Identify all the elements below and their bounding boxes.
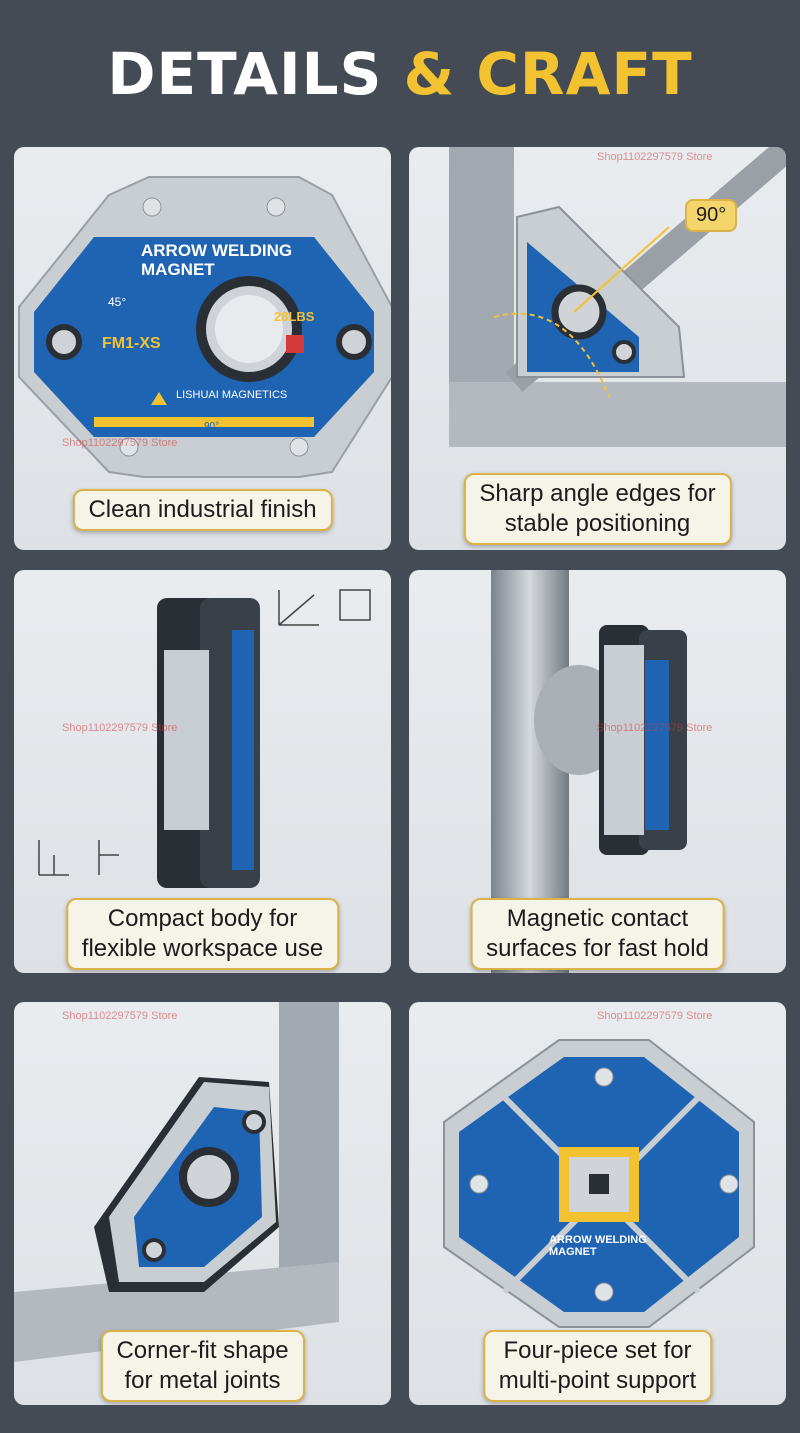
panel-four-piece-set: ARROW WELDING MAGNET Shop1102297579 Stor…: [409, 1002, 786, 1405]
caption-line-1: Sharp angle edges for: [479, 480, 716, 507]
watermark: Shop1102297579 Store: [62, 1010, 178, 1022]
magnet-angle-90: 90°: [204, 421, 220, 432]
magnet-side-illustration: [38, 589, 371, 888]
caption-panel-5: Corner-fit shape for metal joints: [100, 1330, 305, 1402]
magnet-in-corner-illustration: [14, 1002, 339, 1362]
caption-panel-1: Clean industrial finish: [72, 489, 333, 531]
title-part1: DETAILS: [107, 40, 383, 108]
watermark: Shop1102297579 Store: [597, 1010, 713, 1022]
caption-line-2: multi-point support: [498, 1367, 697, 1394]
magnet-brand: ARROW WELDING MAGNET: [141, 241, 292, 279]
frame-corner-illustration: [449, 147, 786, 447]
magnet-brand-line2: MAGNET: [141, 260, 215, 279]
magnet-on-pipe-illustration: [491, 570, 687, 973]
caption-line-1: Clean industrial finish: [88, 496, 317, 523]
caption-line-2: surfaces for fast hold: [486, 935, 709, 962]
watermark: Shop1102297579 Store: [62, 722, 178, 734]
caption-line-2: for metal joints: [124, 1367, 281, 1394]
panel-magnetic-contact: Shop1102297579 Store Magnetic contact su…: [409, 570, 786, 973]
watermark: Shop1102297579 Store: [597, 722, 713, 734]
caption-panel-2: Sharp angle edges for stable positioning: [463, 473, 732, 545]
caption-panel-6: Four-piece set for multi-point support: [482, 1330, 713, 1402]
caption-line-1: Corner-fit shape: [116, 1337, 289, 1364]
caption-panel-3: Compact body for flexible workspace use: [65, 898, 340, 970]
set-magnet-brand-line2: MAGNET: [549, 1246, 597, 1258]
caption-line-1: Compact body for: [107, 905, 298, 932]
panel-compact-body: Shop1102297579 Store Compact body for fl…: [14, 570, 391, 973]
caption-panel-4: Magnetic contact surfaces for fast hold: [470, 898, 725, 970]
set-magnet-brand: ARROW WELDING MAGNET: [549, 1234, 647, 1258]
magnet-angle-45: 45°: [108, 295, 127, 309]
caption-line-2: stable positioning: [504, 510, 691, 537]
magnet-maker: LISHUAI MAGNETICS: [176, 389, 288, 401]
panel-sharp-angle: 90° Shop1102297579 Store Sharp angle edg…: [409, 147, 786, 550]
watermark: Shop1102297579 Store: [597, 151, 713, 163]
page-title: DETAILS & CRAFT: [0, 40, 800, 108]
caption-line-1: Four-piece set for: [503, 1337, 692, 1364]
magnet-model: FM1-XS: [102, 335, 161, 352]
magnet-front-illustration: [18, 176, 391, 478]
watermark: Shop1102297579 Store: [62, 437, 178, 449]
angle-badge: 90°: [685, 199, 738, 232]
caption-line-2: flexible workspace use: [81, 935, 324, 962]
title-part2: & CRAFT: [403, 40, 693, 108]
caption-line-1: Magnetic contact: [506, 905, 689, 932]
magnet-brand-line1: ARROW WELDING: [141, 241, 293, 260]
panel-clean-finish: ARROW WELDING MAGNET FM1-XS 28LBS 45° LI…: [14, 147, 391, 550]
set-magnet-brand-line1: ARROW WELDING: [549, 1234, 647, 1246]
magnet-set-illustration: [443, 1039, 755, 1328]
magnet-load: 28LBS: [274, 309, 315, 324]
panel-corner-fit: Shop1102297579 Store Corner-fit shape fo…: [14, 1002, 391, 1405]
